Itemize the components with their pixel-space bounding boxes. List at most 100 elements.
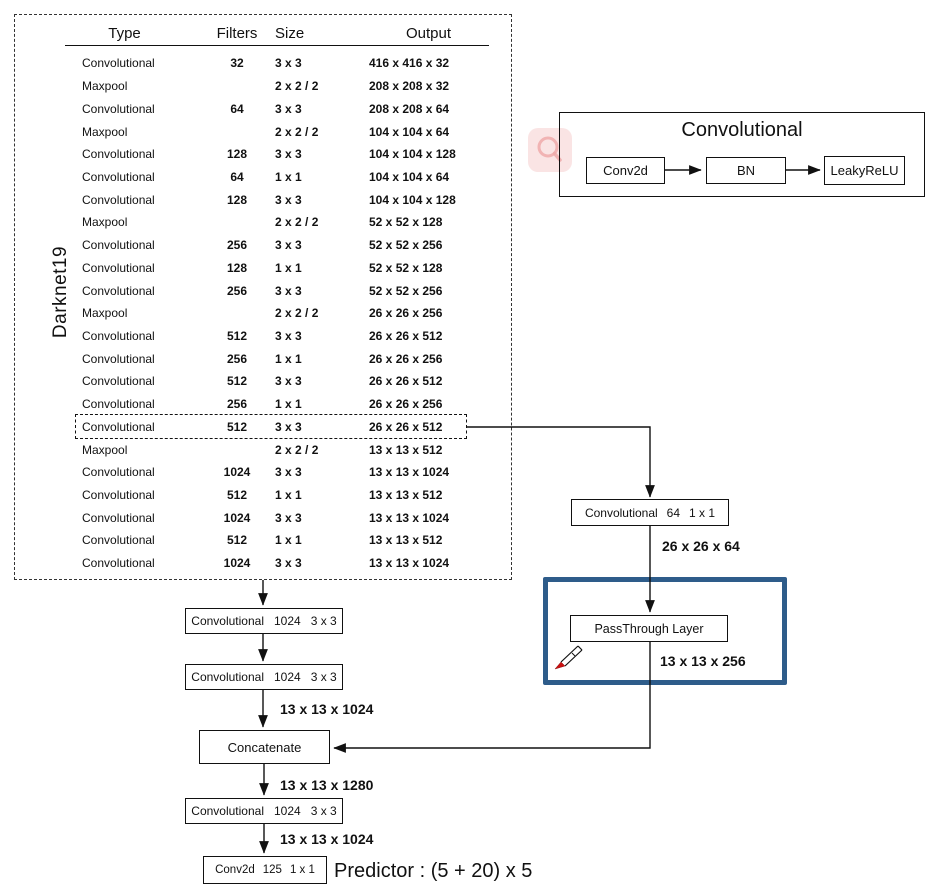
table-cell-output: 104 x 104 x 64 [369, 124, 450, 139]
node-conv-final: Conv2d 125 1 x 1 [203, 856, 327, 884]
table-header-output: Output [405, 25, 452, 42]
passthrough-highlight-box [543, 577, 787, 685]
table-cell-filters: 64 [230, 101, 244, 116]
pen-cursor-icon [554, 645, 583, 670]
table-cell-size: 3 x 3 [275, 56, 302, 71]
table-cell-output: 13 x 13 x 1024 [369, 465, 450, 480]
legend-step-conv2d: Conv2d [586, 157, 665, 184]
table-cell-size: 2 x 2 / 2 [275, 79, 319, 94]
table-cell-filters: 64 [230, 169, 244, 184]
table-cell-size: 1 x 1 [275, 351, 302, 366]
node-conv-head1-size: 3 x 3 [310, 614, 337, 628]
table-row: Maxpool 2 x 2 / 2 104 x 104 x 64 [72, 120, 490, 143]
table-cell-filters: 512 [226, 533, 248, 548]
table-cell-filters: 256 [226, 351, 248, 366]
table-cell-type: Convolutional [82, 419, 155, 434]
table-cell-type: Maxpool [82, 306, 128, 321]
table-cell-type: Maxpool [82, 124, 128, 139]
table-cell-output: 208 x 208 x 32 [369, 79, 450, 94]
table-cell-filters: 1024 [223, 465, 251, 480]
table-cell-output: 26 x 26 x 512 [369, 374, 443, 389]
table-row: Maxpool 2 x 2 / 2 26 x 26 x 256 [72, 302, 490, 325]
highlighted-row-outline [75, 414, 467, 439]
table-cell-type: Convolutional [82, 238, 155, 253]
node-conv-head1-filters: 1024 [274, 614, 301, 628]
node-conv-reduce: Convolutional 64 1 x 1 [571, 499, 729, 526]
table-cell-size: 3 x 3 [275, 556, 302, 571]
table-cell-type: Convolutional [82, 283, 155, 298]
table-cell-type: Convolutional [82, 510, 155, 525]
table-cell-output: 52 x 52 x 128 [369, 215, 443, 230]
label-reduce-output: 26 x 26 x 64 [662, 538, 740, 554]
legend-title: Convolutional [681, 119, 803, 141]
table-cell-type: Convolutional [82, 328, 155, 343]
table-cell-filters: 256 [226, 283, 248, 298]
table-cell-size: 1 x 1 [275, 169, 302, 184]
node-conv-head1-name: Convolutional [191, 614, 264, 628]
node-conv-final-size: 1 x 1 [289, 864, 315, 876]
table-row: Convolutional 64 1 x 1 104 x 104 x 64 [72, 166, 490, 189]
table-cell-filters: 128 [226, 147, 248, 162]
table-cell-size: 3 x 3 [275, 328, 302, 343]
table-cell-output: 52 x 52 x 256 [369, 283, 443, 298]
table-cell-filters: 512 [226, 419, 248, 434]
table-cell-size: 3 x 3 [275, 283, 302, 298]
table-row: Convolutional 128 3 x 3 104 x 104 x 128 [72, 143, 490, 166]
node-conv-reduce-size: 1 x 1 [689, 505, 716, 520]
table-cell-type: Convolutional [82, 169, 155, 184]
table-cell-output: 13 x 13 x 512 [369, 533, 443, 548]
table-cell-size: 2 x 2 / 2 [275, 124, 319, 139]
table-cell-type: Convolutional [82, 101, 155, 116]
node-conv-head2: Convolutional 1024 3 x 3 [185, 664, 343, 690]
table-cell-output: 13 x 13 x 1024 [369, 556, 450, 571]
table-header-type: Type [108, 25, 141, 42]
table-cell-filters: 128 [226, 192, 248, 207]
table-cell-output: 26 x 26 x 512 [369, 419, 443, 434]
table-cell-type: Convolutional [82, 374, 155, 389]
predictor-label: Predictor : (5 + 20) x 5 [334, 860, 533, 882]
table-cell-type: Convolutional [82, 488, 155, 503]
table-cell-type: Convolutional [82, 351, 155, 366]
table-cell-size: 2 x 2 / 2 [275, 215, 319, 230]
table-cell-output: 26 x 26 x 256 [369, 306, 443, 321]
table-cell-output: 416 x 416 x 32 [369, 56, 450, 71]
darknet19-side-label: Darknet19 [50, 245, 71, 339]
node-conv-head2-size: 3 x 3 [310, 670, 337, 684]
table-cell-output: 52 x 52 x 128 [369, 260, 443, 275]
node-conv-head3-filters: 1024 [274, 804, 301, 818]
table-header-filters: Filters [216, 25, 258, 42]
table-cell-type: Convolutional [82, 147, 155, 162]
convolutional-legend-box: Convolutional Conv2d BN LeakyReLU [559, 112, 925, 197]
node-conv-head3-size: 3 x 3 [310, 804, 337, 818]
table-cell-size: 1 x 1 [275, 533, 302, 548]
node-concatenate-label: Concatenate [227, 739, 302, 755]
table-header-rule [65, 45, 489, 46]
table-cell-filters: 32 [230, 56, 244, 71]
table-cell-output: 52 x 52 x 256 [369, 238, 443, 253]
node-conv-reduce-name: Convolutional [584, 505, 658, 520]
table-cell-output: 104 x 104 x 128 [369, 147, 456, 162]
label-head-output: 13 x 13 x 1024 [280, 701, 374, 717]
table-cell-output: 26 x 26 x 256 [369, 351, 443, 366]
darknet-table-rows: Convolutional 32 3 x 3 416 x 416 x 32 Maxpoo… [72, 52, 490, 575]
table-cell-filters: 256 [226, 238, 248, 253]
legend-step-leakyrelu: LeakyReLU [824, 156, 905, 185]
node-conv-final-name: Conv2d [215, 864, 255, 876]
table-cell-output: 104 x 104 x 64 [369, 169, 450, 184]
node-conv-head2-filters: 1024 [274, 670, 301, 684]
table-cell-size: 1 x 1 [275, 488, 302, 503]
table-cell-size: 3 x 3 [275, 147, 302, 162]
table-cell-size: 2 x 2 / 2 [275, 306, 319, 321]
